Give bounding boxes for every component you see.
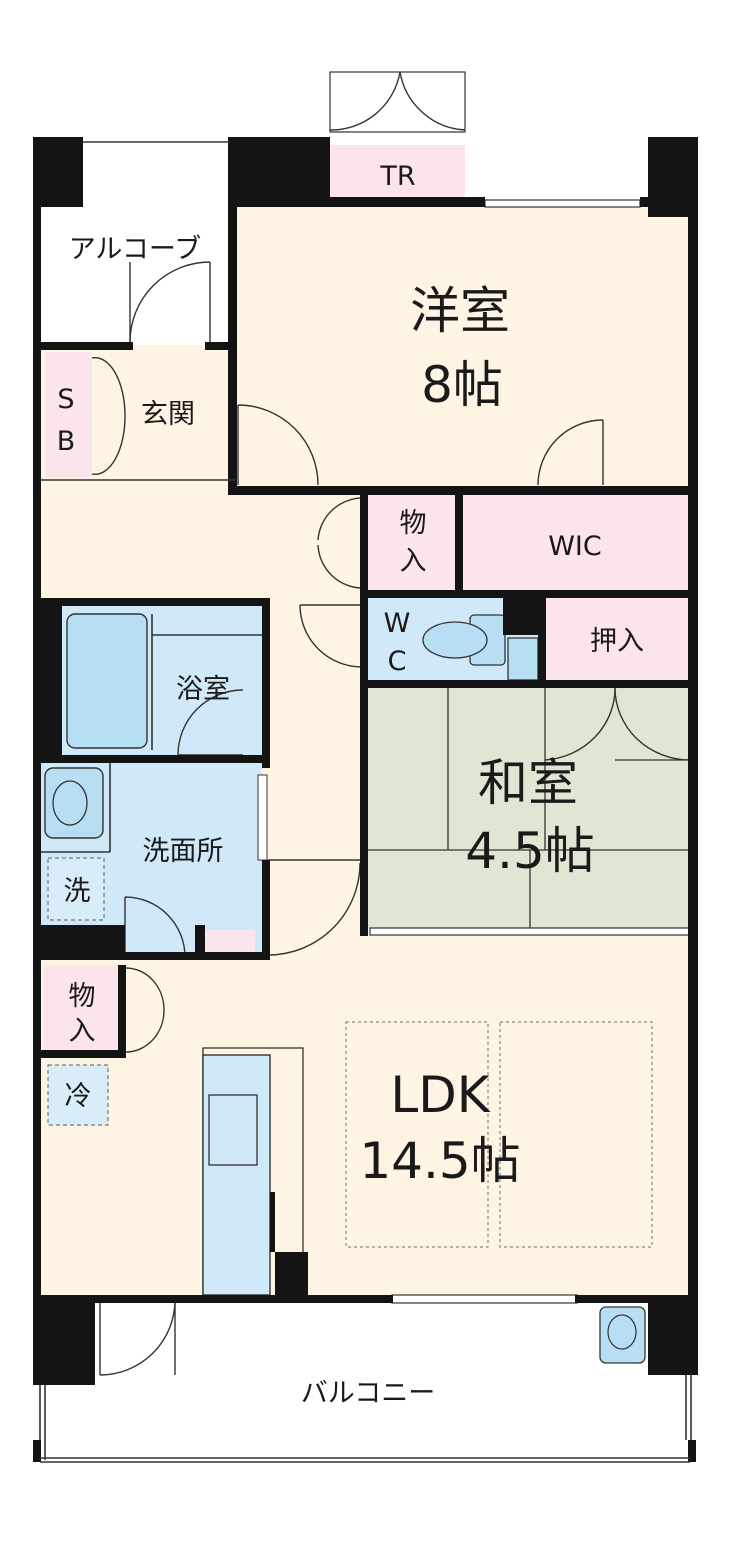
japanese-window [369,927,691,936]
storage2-door-icon [125,967,165,1053]
closet-room [546,598,690,680]
ldk-door-icon [267,859,361,956]
outdoor-sink-icon [599,1306,646,1364]
washroom-pink-strip [205,930,255,952]
balcony-floor [40,1300,690,1460]
western-door-icon [237,404,319,486]
western-room-name: 洋室 [410,282,510,340]
storage-closet [368,495,456,590]
sb-closet [45,352,92,477]
washbasin-fixture [44,767,104,839]
closet-label: 押入 [590,626,644,657]
tr-door-icon [329,71,466,133]
wc-label-w: W [384,608,411,639]
alcove-label: アルコーブ [69,234,202,265]
tr-label: TR [379,161,415,192]
ldk-floor [40,935,690,1295]
japanese-closet-door-icon [544,687,691,761]
wic-label: WIC [548,531,602,562]
kitchen-sink-icon [208,1094,258,1166]
fridge-space [47,1064,109,1126]
ldk-size: 14.5帖 [359,1132,520,1190]
rug-right [499,1021,653,1248]
western-window [484,199,641,208]
entrance-door-icon [129,261,211,343]
tr-box [330,145,465,200]
washroom-window [257,774,268,861]
sb-door-icon [91,357,126,475]
bath-label: 浴室 [176,674,230,705]
ldk-window [391,1294,578,1304]
washer-space [47,857,105,921]
storage2-label-top: 物 [69,981,96,1012]
wc-door-icon [299,604,363,668]
western-room-size: 8帖 [421,356,503,414]
japanese-room-name: 和室 [478,754,578,812]
wic-room [462,495,690,590]
storage-door-icon [317,497,365,589]
sb-label-s: S [57,384,74,415]
japanese-room-floor [368,688,690,928]
bathtub-fixture [66,613,148,749]
entrance-label: 玄関 [141,399,195,430]
ldk-name: LDK [390,1066,490,1124]
fridge-label: 冷 [65,1081,92,1112]
kitchen-sink-unit [202,1054,271,1296]
balcony-door-icon [99,1299,176,1376]
storage2-label-bottom: 入 [69,1016,96,1047]
sb-label-b: B [57,426,76,457]
washer-label: 洗 [64,876,91,907]
tatami-lines [368,688,690,928]
storage-label-top: 物 [400,508,427,539]
western-closet-door-icon [537,419,604,486]
wc-label-c: C [388,646,407,677]
japanese-room-size: 4.5帖 [465,822,595,880]
storage2-closet [43,965,123,1053]
storage-label-bottom: 入 [400,546,427,577]
toilet-icon [422,614,539,681]
walls [33,137,698,1462]
washroom-label: 洗面所 [143,836,224,867]
western-room-floor [235,205,690,490]
rug-left [345,1021,489,1248]
balcony-label: バルコニー [301,1378,435,1409]
